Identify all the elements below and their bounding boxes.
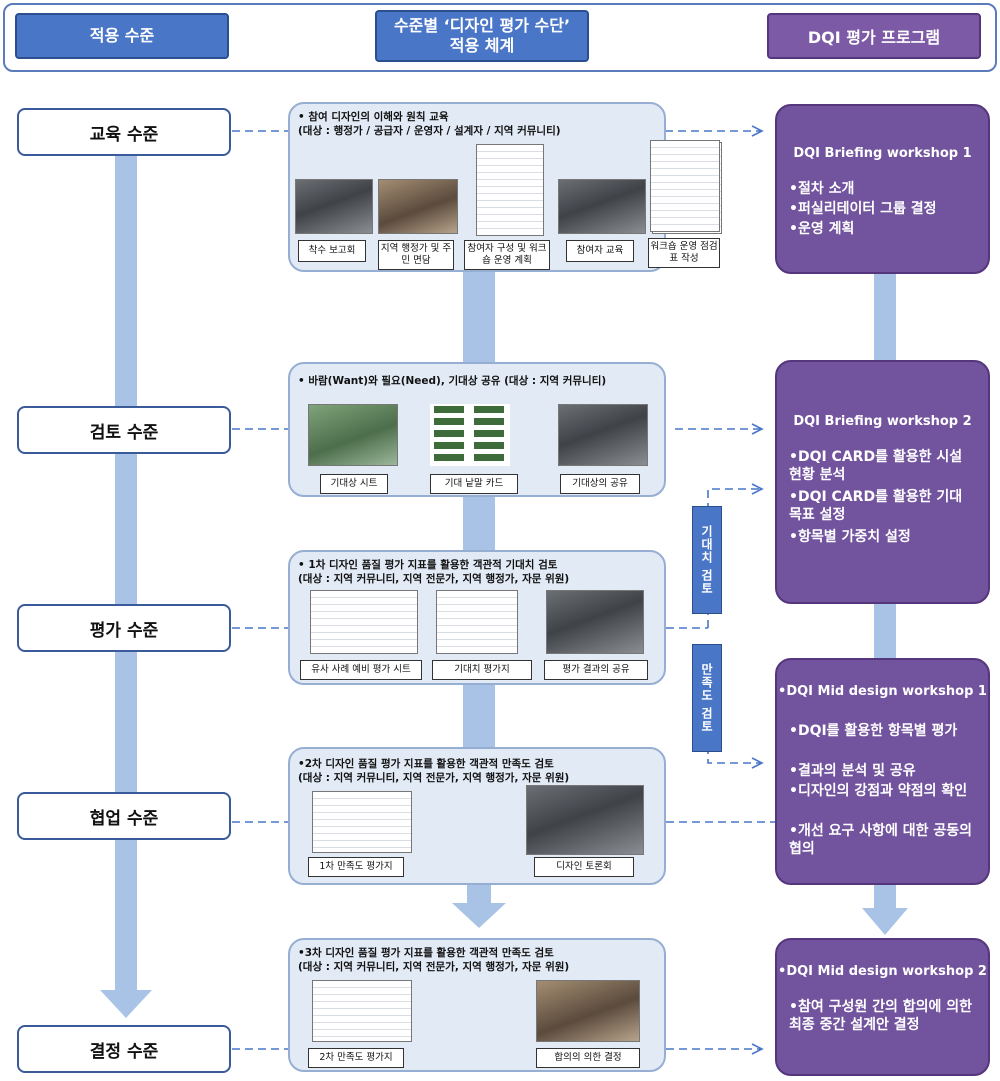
photo-sharing bbox=[558, 404, 648, 466]
satisfaction-review-label: 만족도 검토 bbox=[692, 644, 722, 752]
level-evaluation: 평가 수준 bbox=[17, 604, 231, 652]
photo-checklist bbox=[650, 140, 720, 232]
program-title: •DQI Mid design workshop 2 bbox=[778, 964, 987, 979]
photo-kickoff bbox=[295, 179, 373, 234]
caption: 디자인 토론회 bbox=[534, 857, 634, 877]
photo-expectation-form bbox=[436, 590, 518, 654]
program-mid-design-2: •DQI Mid design workshop 2 •참여 구성원 간의 합의… bbox=[775, 938, 990, 1076]
panel-collaboration: •2차 디자인 품질 평가 지표를 활용한 객관적 만족도 검토 (대상 : 지… bbox=[288, 747, 666, 885]
caption: 기대상의 공유 bbox=[560, 474, 640, 494]
program-item: •디자인의 강점과 약점의 확인 bbox=[789, 783, 968, 799]
program-item: •참여 구성원 간의 합의에 의한 최종 중간 설계안 결정 bbox=[789, 999, 973, 1033]
caption: 기대 낱말 카드 bbox=[430, 474, 518, 494]
panel-subtitle: (대상 : 행정가 / 공급자 / 운영자 / 설계자 / 지역 커뮤니티) bbox=[298, 125, 561, 137]
photo-expectation-sheet bbox=[308, 404, 398, 466]
photo-consensus-meeting bbox=[536, 980, 640, 1042]
panel-title: • 참여 디자인의 이해와 원칙 교육 bbox=[298, 111, 449, 123]
panel-title: • 1차 디자인 품질 평가 지표를 활용한 객관적 기대치 검토 bbox=[298, 559, 558, 571]
expectation-review-label: 기대치 검토 bbox=[692, 506, 722, 614]
caption: 기대치 평가지 bbox=[432, 660, 532, 680]
caption: 참여자 교육 bbox=[566, 240, 634, 262]
caption: 기대상 시트 bbox=[320, 474, 388, 494]
program-item: •개선 요구 사항에 대한 공동의 협의 bbox=[789, 823, 973, 857]
program-title: DQI Briefing workshop 2 bbox=[793, 414, 972, 429]
header-tool-column: 수준별 ‘디자인 평가 수단’ 적용 체계 bbox=[375, 10, 589, 62]
caption: 워크숍 운영 점검표 작성 bbox=[648, 238, 720, 268]
panel-education: • 참여 디자인의 이해와 원칙 교육 (대상 : 행정가 / 공급자 / 운영… bbox=[288, 102, 722, 272]
program-briefing-2: DQI Briefing workshop 2 •DQI CARD를 활용한 시… bbox=[775, 360, 990, 604]
photo-result-sharing bbox=[546, 590, 644, 654]
level-review: 검토 수준 bbox=[17, 406, 231, 454]
caption: 지역 행정가 및 주민 면담 bbox=[378, 240, 454, 270]
photo-satisfaction-form-1 bbox=[312, 791, 412, 853]
photo-precase-sheet bbox=[310, 590, 418, 654]
caption: 평가 결과의 공유 bbox=[544, 660, 648, 680]
level-collaboration: 협업 수준 bbox=[17, 792, 231, 840]
word-cards-graphic bbox=[434, 406, 504, 461]
level-decision: 결정 수준 bbox=[17, 1025, 231, 1073]
program-title: DQI Briefing workshop 1 bbox=[793, 146, 972, 161]
photo-training bbox=[558, 179, 646, 234]
panel-review: • 바람(Want)와 필요(Need), 기대상 공유 (대상 : 지역 커뮤… bbox=[288, 362, 666, 497]
photo-interview bbox=[378, 179, 458, 234]
panel-evaluation: • 1차 디자인 품질 평가 지표를 활용한 객관적 기대치 검토 (대상 : … bbox=[288, 550, 666, 685]
program-item: •결과의 분석 및 공유 bbox=[789, 763, 916, 779]
photo-plan-document bbox=[476, 144, 544, 236]
panel-subtitle: (대상 : 지역 커뮤니티, 지역 전문가, 지역 행정가, 자문 위원) bbox=[298, 573, 570, 585]
panel-title: • 바람(Want)와 필요(Need), 기대상 공유 (대상 : 지역 커뮤… bbox=[298, 375, 607, 387]
panel-title: •2차 디자인 품질 평가 지표를 활용한 객관적 만족도 검토 bbox=[298, 758, 554, 770]
caption: 합의의 의한 결정 bbox=[536, 1048, 640, 1068]
panel-subtitle: (대상 : 지역 커뮤니티, 지역 전문가, 지역 행정가, 자문 위원) bbox=[298, 961, 570, 973]
caption: 1차 만족도 평가지 bbox=[308, 857, 404, 877]
program-item: •절차 소개 bbox=[789, 181, 855, 197]
panel-title: •3차 디자인 품질 평가 지표를 활용한 객관적 만족도 검토 bbox=[298, 947, 554, 959]
photo-word-cards bbox=[430, 404, 510, 466]
caption: 2차 만족도 평가지 bbox=[308, 1048, 404, 1068]
header-program-column: DQI 평가 프로그램 bbox=[767, 13, 981, 59]
program-title: •DQI Mid design workshop 1 bbox=[778, 684, 987, 699]
panel-decision: •3차 디자인 품질 평가 지표를 활용한 객관적 만족도 검토 (대상 : 지… bbox=[288, 938, 666, 1072]
photo-design-discussion bbox=[526, 785, 644, 855]
program-mid-design-1: •DQI Mid design workshop 1 •DQI를 활용한 항목별… bbox=[775, 658, 990, 885]
program-item: •DQI를 활용한 항목별 평가 bbox=[789, 723, 958, 739]
program-item: •퍼실리테이터 그룹 결정 bbox=[789, 201, 937, 217]
photo-satisfaction-form-2 bbox=[312, 980, 412, 1042]
program-item: •DQI CARD를 활용한 기대 목표 설정 bbox=[789, 489, 963, 523]
panel-subtitle: (대상 : 지역 커뮤니티, 지역 전문가, 지역 행정가, 자문 위원) bbox=[298, 772, 570, 784]
program-item: •운영 계획 bbox=[789, 221, 855, 237]
header-level-column: 적용 수준 bbox=[15, 13, 229, 59]
caption: 참여자 구성 및 워크숍 운영 계획 bbox=[464, 240, 550, 270]
program-item: •항목별 가중치 설정 bbox=[789, 529, 911, 545]
program-briefing-1: DQI Briefing workshop 1 •절차 소개 •퍼실리테이터 그… bbox=[775, 104, 990, 274]
caption: 착수 보고회 bbox=[298, 240, 366, 262]
caption: 유사 사례 예비 평가 시트 bbox=[300, 660, 422, 680]
program-item: •DQI CARD를 활용한 시설 현황 분석 bbox=[789, 449, 963, 483]
level-education: 교육 수준 bbox=[17, 108, 231, 156]
